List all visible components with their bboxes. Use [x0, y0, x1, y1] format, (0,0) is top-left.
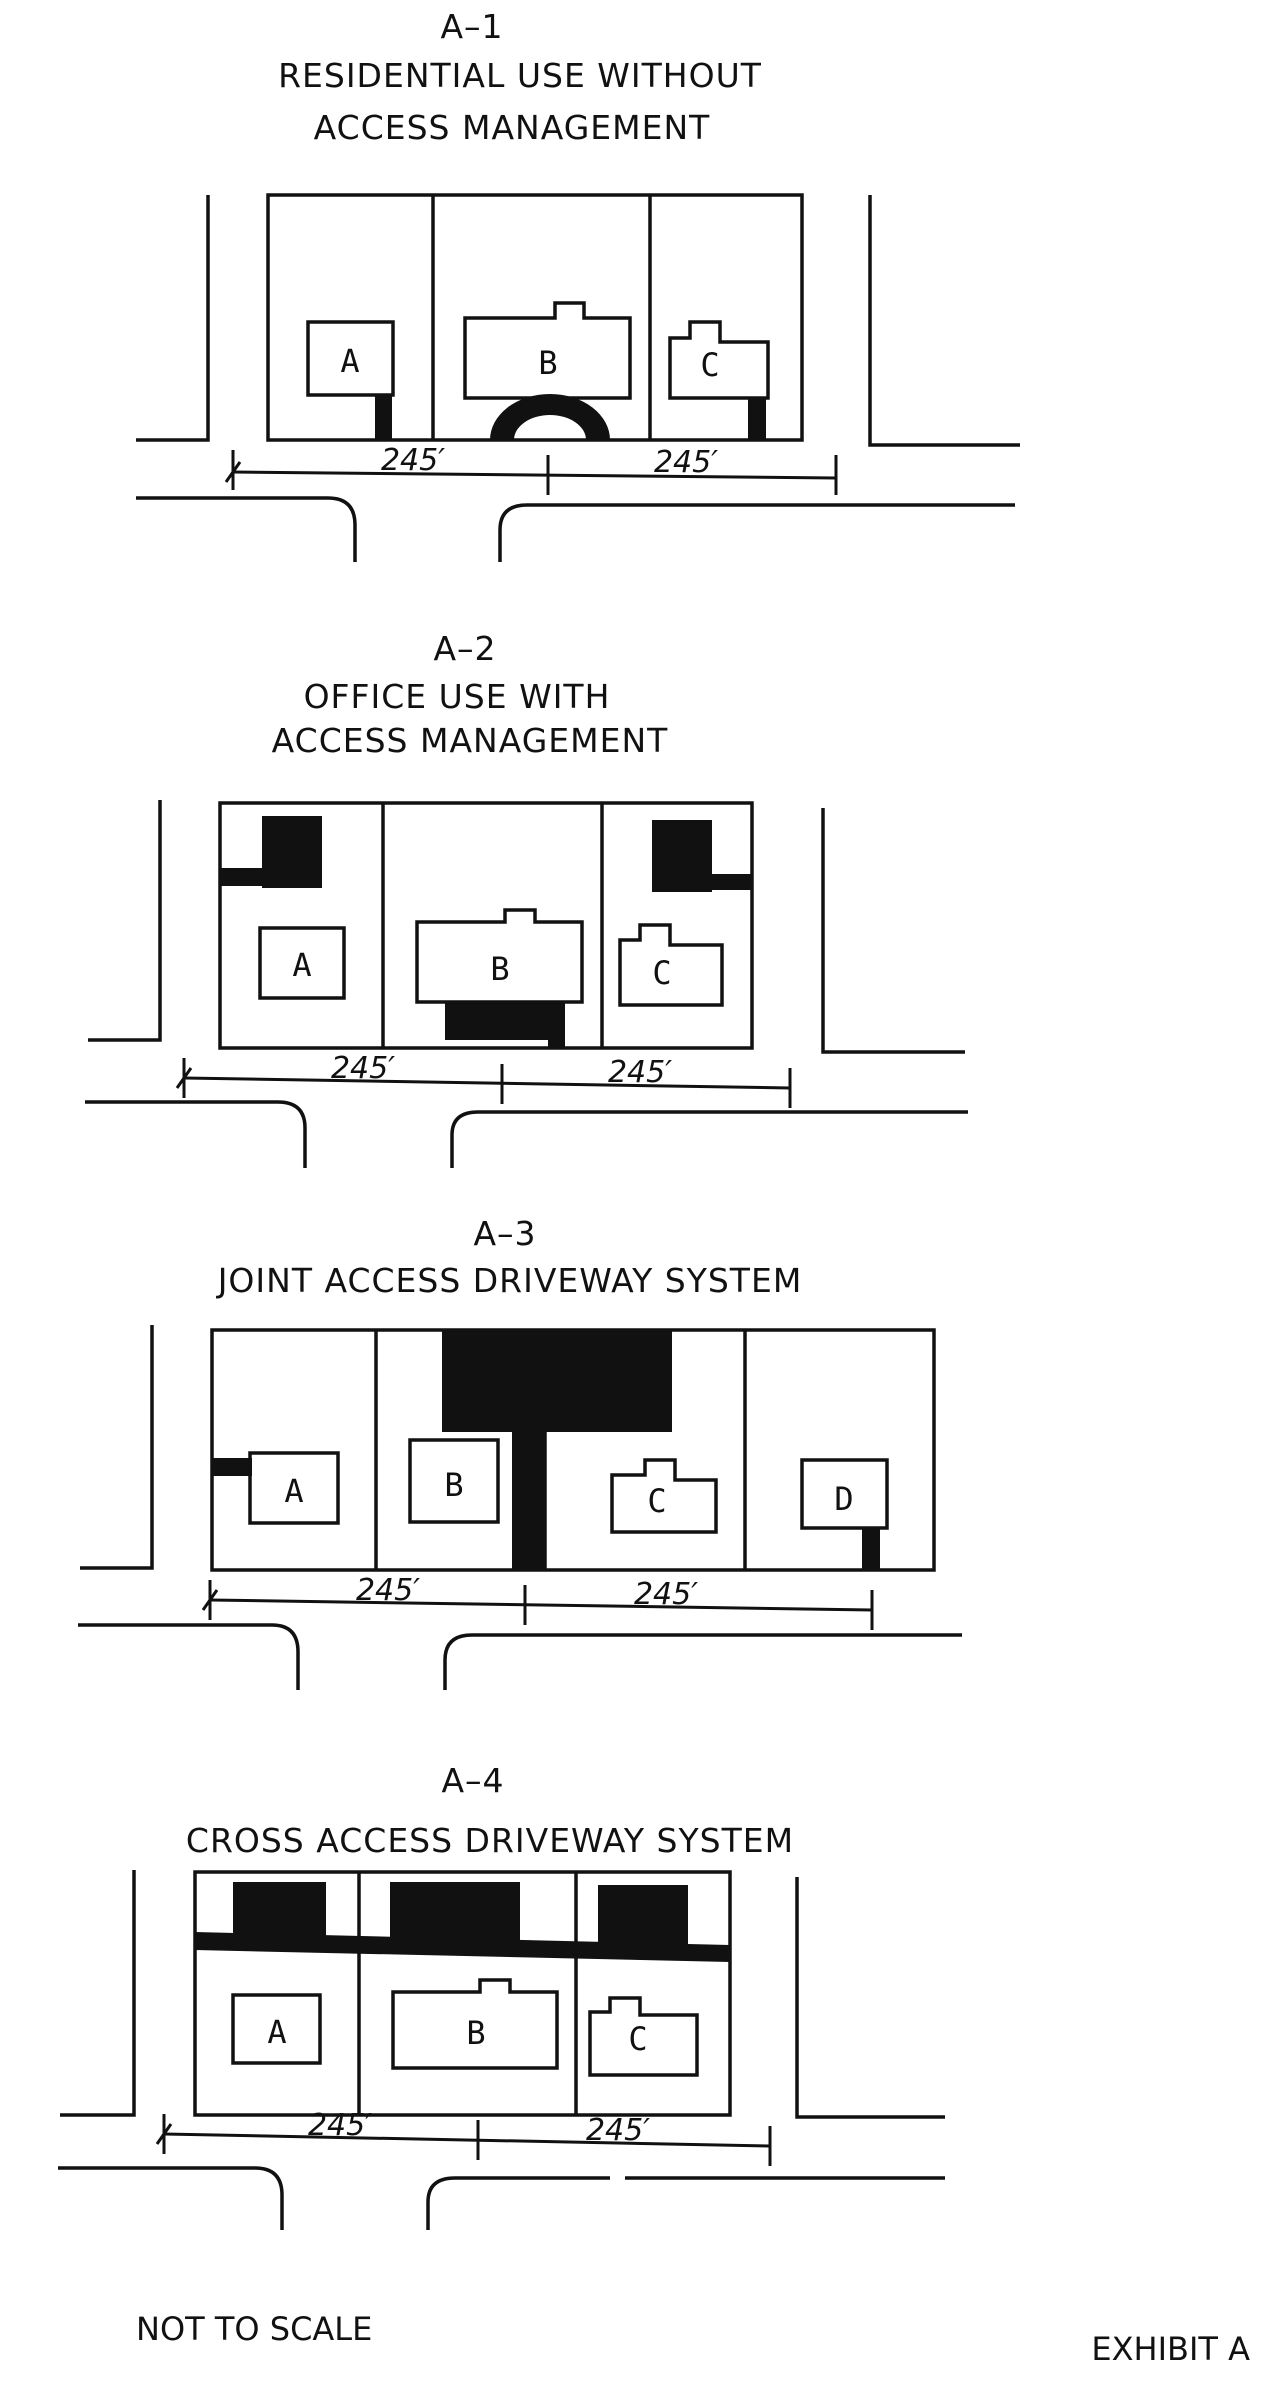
diagram-a2-parking-a [262, 816, 322, 888]
diagram-a4-heading: A–4 [441, 1761, 504, 1800]
diagram-a1: A–1 RESIDENTIAL USE WITHOUT ACCESS MANAG… [136, 7, 1020, 562]
diagram-a3-lot-label-a: A [284, 1472, 303, 1510]
diagram-a1-title-line-1: RESIDENTIAL USE WITHOUT [278, 56, 762, 95]
diagram-a4-dimension-right: 245′ [586, 2113, 650, 2148]
diagram-a4-lot-label-c: C [628, 2020, 647, 2058]
diagram-a2-property-frame [218, 801, 754, 1050]
diagram-a3-joint-driveway [512, 1430, 545, 1570]
diagram-a2-lot-label-c: C [652, 954, 671, 992]
diagram-a1-dimension-line [224, 450, 838, 495]
diagram-a2-driveway-b [548, 1002, 565, 1048]
diagram-a3-building-a [248, 1451, 340, 1525]
diagram-a1-title-line-2: ACCESS MANAGEMENT [314, 108, 711, 147]
diagram-a1-building-c [668, 320, 770, 400]
diagram-a1-property-frame [266, 193, 804, 442]
diagram-a4-cross-access-aisle [195, 1932, 730, 1962]
diagram-a2-title-line-1: OFFICE USE WITH [304, 677, 611, 716]
diagram-a2-heading: A–2 [433, 629, 496, 668]
scale-note: NOT TO SCALE [136, 2310, 372, 2348]
diagram-a1-driveway-a [375, 395, 392, 440]
diagram-a3-building-c [610, 1458, 718, 1534]
diagram-a3-dimension-right: 245′ [634, 1577, 698, 1612]
diagram-a3: A–3 JOINT ACCESS DRIVEWAY SYSTEM A B C D [78, 1214, 962, 1690]
diagram-a4-building-a [231, 1993, 322, 2065]
diagram-a4-parking-c [598, 1885, 688, 1945]
diagram-a3-driveway-d [862, 1528, 880, 1570]
diagram-a3-heading: A–3 [473, 1214, 536, 1253]
diagram-a3-roads [78, 1325, 962, 1690]
diagram-a1-building-b [463, 301, 632, 400]
diagram-a1-dimension-right: 245′ [654, 445, 718, 480]
diagram-a2-building-b [415, 908, 584, 1004]
diagram-a4-building-c [588, 1996, 699, 2077]
diagram-a4-lot-label-b: B [466, 2014, 485, 2052]
diagram-a4-dimension-line [155, 2114, 772, 2166]
diagram-a1-circular-driveway-b [490, 394, 610, 440]
diagram-a3-lot-label-d: D [834, 1480, 853, 1518]
diagram-a2-building-c [618, 923, 724, 1007]
diagram-a2-driveway-a [220, 868, 265, 886]
diagram-a3-building-b [408, 1438, 500, 1524]
diagram-a4-lot-label-a: A [267, 2013, 286, 2051]
diagram-a4-dimension-left: 245′ [308, 2108, 372, 2143]
diagram-a3-driveway-a [212, 1458, 252, 1476]
diagram-a1-roads [136, 195, 1020, 562]
diagram-a1-heading: A–1 [440, 7, 503, 46]
exhibit-label: EXHIBIT A [1091, 2330, 1250, 2368]
diagram-a2-driveway-c [710, 874, 752, 890]
diagram-a4-parking-a [233, 1882, 326, 1940]
diagram-a2-dimension-right: 245′ [608, 1055, 672, 1090]
diagram-a1-building-a [306, 320, 395, 397]
diagram-a3-dimension-left: 245′ [356, 1573, 420, 1608]
diagram-a4-building-b [391, 1978, 559, 2070]
diagram-a2: A–2 OFFICE USE WITH ACCESS MANAGEMENT A … [85, 629, 968, 1168]
diagram-a2-building-a [258, 926, 346, 1000]
diagram-a4-parking-b [390, 1882, 520, 1944]
diagram-a2-lot-label-b: B [490, 950, 509, 988]
diagram-a4-property-frame [193, 1870, 732, 2117]
diagram-a4-title-line-1: CROSS ACCESS DRIVEWAY SYSTEM [186, 1821, 794, 1860]
diagram-a1-lot-label-b: B [538, 344, 557, 382]
diagram-a1-lot-label-a: A [340, 342, 359, 380]
diagram-a3-building-d [800, 1458, 889, 1530]
diagram-a1-dimension-left: 245′ [381, 443, 445, 478]
diagram-a3-lot-label-c: C [647, 1482, 666, 1520]
diagram-a1-lot-label-c: C [700, 346, 719, 384]
diagram-a3-dimension-line [201, 1580, 874, 1630]
diagram-a2-dimension-left: 245′ [331, 1051, 395, 1086]
diagram-a2-dimension-line [175, 1058, 792, 1108]
diagram-a2-title-line-2: ACCESS MANAGEMENT [272, 721, 669, 760]
diagram-a3-lot-label-b: B [444, 1466, 463, 1504]
diagram-a2-roads [85, 800, 968, 1168]
diagram-a2-parking-b [445, 1002, 565, 1040]
diagram-a3-joint-parking [442, 1330, 672, 1432]
diagram-a2-lot-label-a: A [292, 946, 311, 984]
diagram-a3-title-line-1: JOINT ACCESS DRIVEWAY SYSTEM [216, 1261, 803, 1300]
diagram-a1-driveway-c [748, 398, 766, 440]
diagram-a2-parking-c [652, 820, 712, 892]
diagram-a4: A–4 CROSS ACCESS DRIVEWAY SYSTEM A B C [58, 1761, 945, 2230]
diagram-a4-roads [58, 1870, 945, 2230]
